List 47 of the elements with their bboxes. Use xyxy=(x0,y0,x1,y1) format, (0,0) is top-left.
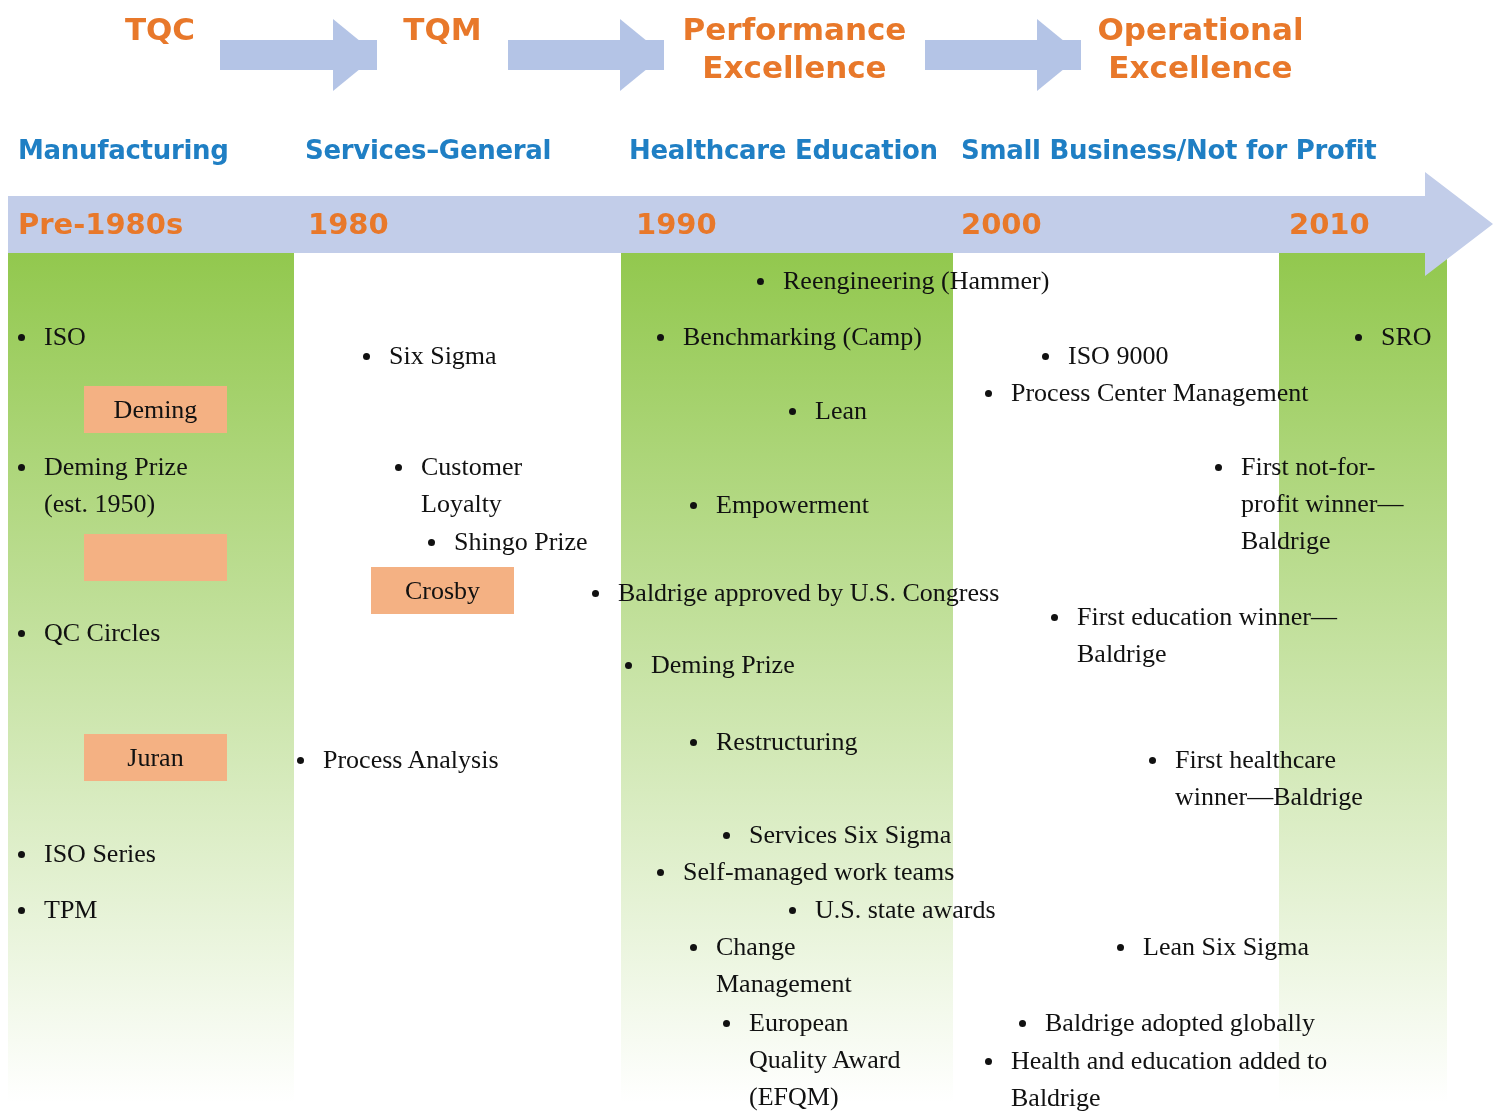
name-box: Deming xyxy=(84,386,227,433)
stage-label: Performance Excellence xyxy=(664,10,925,90)
list-item: Health and education added to Baldrige xyxy=(1011,1045,1329,1113)
list-item: ISO Series xyxy=(44,838,156,870)
list-item: Lean Six Sigma xyxy=(1143,931,1310,963)
list-item: ISO xyxy=(44,321,86,353)
list-item: U.S. state awards xyxy=(815,894,996,926)
arrow xyxy=(508,19,664,91)
list-item: QC Circles xyxy=(44,617,161,649)
sector-heading: Services–General xyxy=(305,135,552,165)
name-box: Crosby xyxy=(371,567,514,614)
stage-label: Operational Excellence xyxy=(1081,10,1320,90)
list-item: Benchmarking (Camp) xyxy=(683,321,922,353)
list-item: Baldrige adopted globally xyxy=(1045,1007,1316,1039)
list-item: ISO 9000 xyxy=(1068,340,1169,372)
list-item: Deming Prize xyxy=(651,649,795,681)
list-item: Customer Loyalty xyxy=(421,451,524,520)
year-label: 2000 xyxy=(961,207,1042,241)
sector-heading: Small Business/Not for Profit xyxy=(961,135,1377,165)
list-item: Restructuring xyxy=(716,726,858,758)
year-label: 1980 xyxy=(308,207,389,241)
stage-label: TQM xyxy=(377,10,508,60)
list-item: TPM xyxy=(44,894,98,926)
year-label: Pre-1980s xyxy=(18,207,184,241)
list-item: Deming Prize (est. 1950) xyxy=(44,451,189,520)
year-label: 2010 xyxy=(1289,207,1370,241)
sector-heading: Healthcare Education xyxy=(629,135,938,165)
list-item: Process Analysis xyxy=(323,744,499,776)
list-item: Empowerment xyxy=(716,489,870,521)
list-item: Self-managed work teams xyxy=(683,856,955,888)
list-item: Shingo Prize xyxy=(454,526,588,558)
list-item: First education winner—Baldrige xyxy=(1077,601,1339,670)
year-label: 1990 xyxy=(636,207,717,241)
list-item: SRO xyxy=(1381,321,1432,353)
list-item: Baldrige approved by U.S. Congress xyxy=(618,577,1000,609)
arrow xyxy=(925,19,1081,91)
list-item: Change Management xyxy=(716,931,853,1000)
arrow xyxy=(220,19,377,91)
empty-box xyxy=(84,534,227,581)
name-box: Juran xyxy=(84,734,227,781)
stage-label: TQC xyxy=(100,10,220,60)
list-item: Six Sigma xyxy=(389,340,498,372)
list-item: Lean xyxy=(815,395,867,427)
list-item: European Quality Award (EFQM) xyxy=(749,1007,902,1113)
list-item: First healthcare winner—Baldrige xyxy=(1175,744,1364,813)
list-item: Services Six Sigma xyxy=(749,819,952,851)
sector-heading: Manufacturing xyxy=(18,135,229,165)
